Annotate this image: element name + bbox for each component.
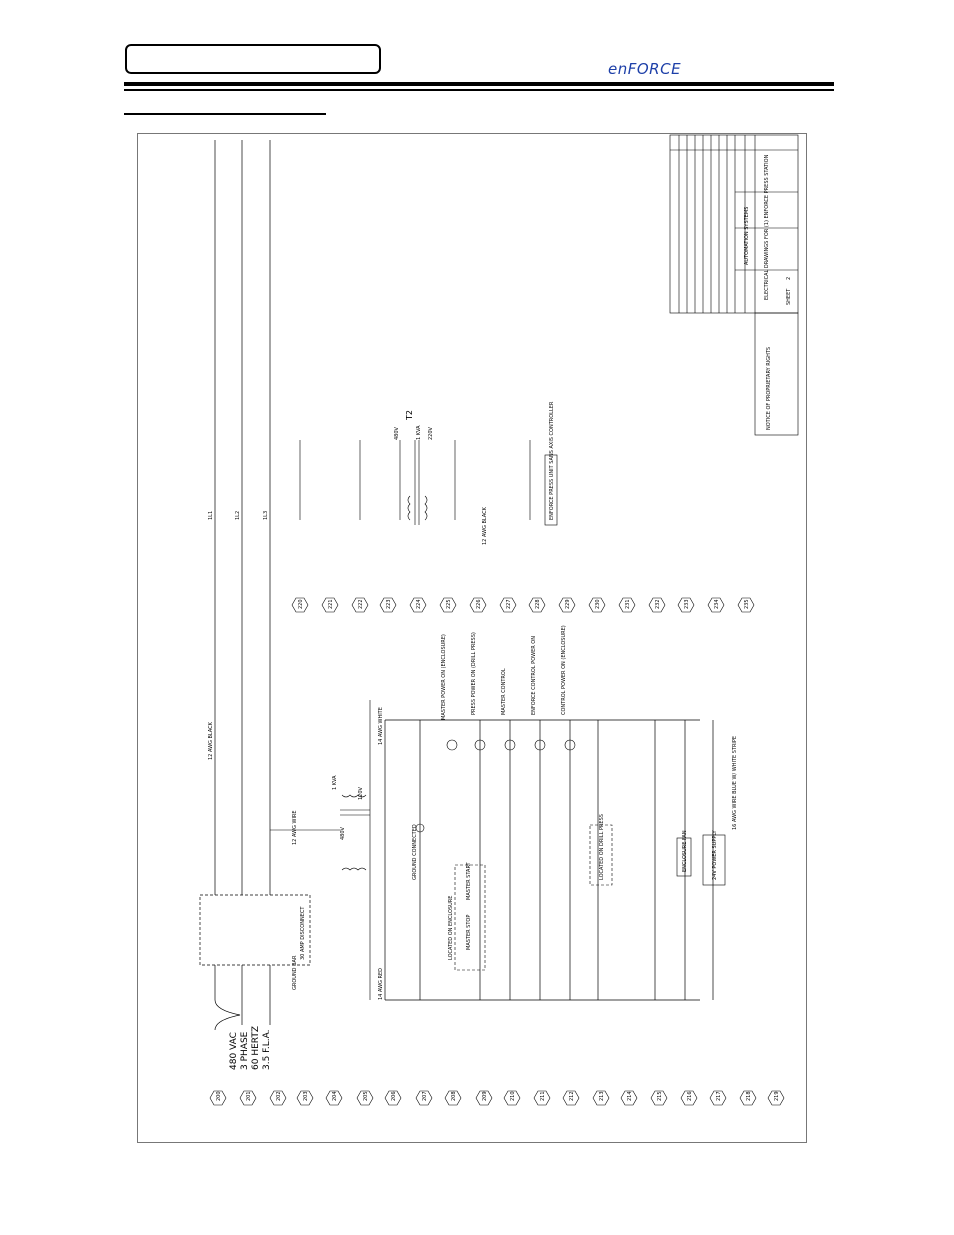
supply-frequency: 60 HERTZ bbox=[251, 1026, 261, 1070]
wire-label-black2: 12 AWG BLACK bbox=[482, 506, 488, 545]
rung-number-left: 216 bbox=[687, 1091, 693, 1101]
rung-number-right: 232 bbox=[655, 599, 661, 609]
notice-title: NOTICE OF PROPRIETARY RIGHTS bbox=[766, 347, 772, 430]
ground-connected: GROUND CONNECTED bbox=[412, 824, 418, 880]
wire-label-12awg: 12 AWG WIRE bbox=[292, 810, 298, 845]
t2-rating: 1 KVA bbox=[416, 425, 422, 440]
title-block-sheet-no: 2 bbox=[786, 277, 792, 280]
rung-number-left: 201 bbox=[246, 1091, 252, 1101]
header-rule-thick bbox=[124, 82, 834, 86]
rung-number-right: 227 bbox=[506, 599, 512, 609]
rung-markers-left bbox=[209, 1090, 785, 1106]
rung-number-left: 210 bbox=[510, 1091, 516, 1101]
rung-number-right: 221 bbox=[328, 599, 334, 609]
rung-number-right: 235 bbox=[744, 599, 750, 609]
rung-number-left: 208 bbox=[451, 1091, 457, 1101]
header-title-box bbox=[125, 44, 381, 74]
control-power-on: CONTROL POWER ON (ENCLOSURE) bbox=[561, 625, 567, 715]
press-unit: ENFORCE PRESS UNIT SANS AXIS CONTROLLER bbox=[549, 401, 555, 520]
supply-voltage: 480 VAC bbox=[229, 1032, 239, 1070]
t2-secondary: 220V bbox=[428, 426, 434, 440]
rung-number-right: 220 bbox=[298, 599, 304, 609]
master-stop: MASTER STOP bbox=[466, 915, 472, 950]
enclosure-box bbox=[454, 824, 613, 971]
title-block-company: AUTOMATION SYSTEMS bbox=[744, 207, 750, 265]
power-supply: 24V POWER SUPPLY bbox=[712, 830, 718, 880]
rung-number-right: 229 bbox=[565, 599, 571, 609]
fan-and-supply bbox=[676, 834, 726, 886]
press-power-on: PRESS POWER ON (DRILL PRESS) bbox=[471, 632, 477, 715]
wire-label-black: 12 AWG BLACK bbox=[208, 721, 214, 760]
rung-number-right: 231 bbox=[625, 599, 631, 609]
supply-note: 16 AWG WIRE BLUE W/ WHITE STRIPE bbox=[732, 736, 738, 830]
t1-secondary: 120V bbox=[358, 786, 364, 800]
t1-rating: 1 KVA bbox=[332, 775, 338, 790]
rung-number-left: 211 bbox=[540, 1091, 546, 1101]
rung-number-left: 219 bbox=[774, 1091, 780, 1101]
header-rule-thin bbox=[124, 89, 834, 91]
transformer-t1 bbox=[270, 700, 371, 1000]
rung-number-right: 222 bbox=[358, 599, 364, 609]
rung-number-left: 206 bbox=[391, 1091, 397, 1101]
title-block bbox=[669, 134, 799, 436]
wire-label-white: 14 AWG WHITE bbox=[378, 707, 384, 745]
rung-number-left: 203 bbox=[303, 1091, 309, 1101]
section-title-underline bbox=[124, 113, 326, 115]
rung-number-left: 202 bbox=[276, 1091, 282, 1101]
rung-number-left: 213 bbox=[599, 1091, 605, 1101]
disconnect-label: 30 AMP DISCONNECT bbox=[300, 906, 306, 960]
rung-number-left: 207 bbox=[422, 1091, 428, 1101]
wire-label-red: 14 AWG RED bbox=[378, 968, 384, 1000]
wire-label-l2: 1L2 bbox=[235, 511, 241, 520]
rung-number-right: 228 bbox=[535, 599, 541, 609]
t2-label: T2 bbox=[405, 410, 414, 421]
rung-number-left: 209 bbox=[482, 1091, 488, 1101]
rung-number-right: 224 bbox=[416, 599, 422, 609]
rung-number-left: 218 bbox=[746, 1091, 752, 1101]
master-power-on: MASTER POWER ON (ENCLOSURE) bbox=[441, 634, 447, 720]
located-on-enclosure: LOCATED ON ENCLOSURE bbox=[448, 896, 454, 960]
rung-number-left: 217 bbox=[716, 1091, 722, 1101]
t2-primary: 480V bbox=[394, 426, 400, 440]
ladder-rails bbox=[384, 719, 714, 1001]
rung-number-right: 234 bbox=[714, 599, 720, 609]
rung-number-left: 212 bbox=[569, 1091, 575, 1101]
drawing-sheet bbox=[137, 133, 807, 1143]
rung-number-left: 200 bbox=[216, 1091, 222, 1101]
rung-number-left: 205 bbox=[363, 1091, 369, 1101]
wire-label-l3: 1L3 bbox=[263, 511, 269, 520]
transformer-t2 bbox=[299, 440, 558, 526]
brand-logo: enFORCE bbox=[608, 60, 682, 78]
rung-number-right: 223 bbox=[386, 599, 392, 609]
rung-number-right: 233 bbox=[684, 599, 690, 609]
master-control: MASTER CONTROL bbox=[501, 668, 507, 715]
rung-number-left: 215 bbox=[657, 1091, 663, 1101]
supply-phase: 3 PHASE bbox=[240, 1031, 250, 1070]
master-start: MASTER START bbox=[466, 861, 472, 900]
wire-label-l1: 1L1 bbox=[208, 511, 214, 520]
title-block-sheet-label: SHEET bbox=[786, 288, 792, 305]
enclosure-fan: ENCLOSURE FAN bbox=[682, 830, 688, 872]
rung-markers-right bbox=[291, 597, 755, 613]
ground-bar-label: GROUND BAR bbox=[292, 955, 298, 990]
rung-number-right: 230 bbox=[595, 599, 601, 609]
located-on-press: LOCATED ON DRILL PRESS bbox=[599, 814, 605, 880]
pilot-lights bbox=[415, 739, 576, 833]
rung-number-left: 204 bbox=[332, 1091, 338, 1101]
rung-number-left: 214 bbox=[627, 1091, 633, 1101]
incoming-lines bbox=[199, 140, 311, 1031]
title-block-drawing-title: ELECTRICAL DRAWINGS FOR (1) ENFORCE PRES… bbox=[764, 154, 770, 300]
enforce-control: ENFORCE CONTROL POWER ON bbox=[531, 636, 537, 715]
rung-number-right: 225 bbox=[446, 599, 452, 609]
supply-fla: 3.5 F.L.A. bbox=[262, 1030, 272, 1071]
t1-primary: 480V bbox=[340, 826, 346, 840]
rung-number-right: 226 bbox=[476, 599, 482, 609]
